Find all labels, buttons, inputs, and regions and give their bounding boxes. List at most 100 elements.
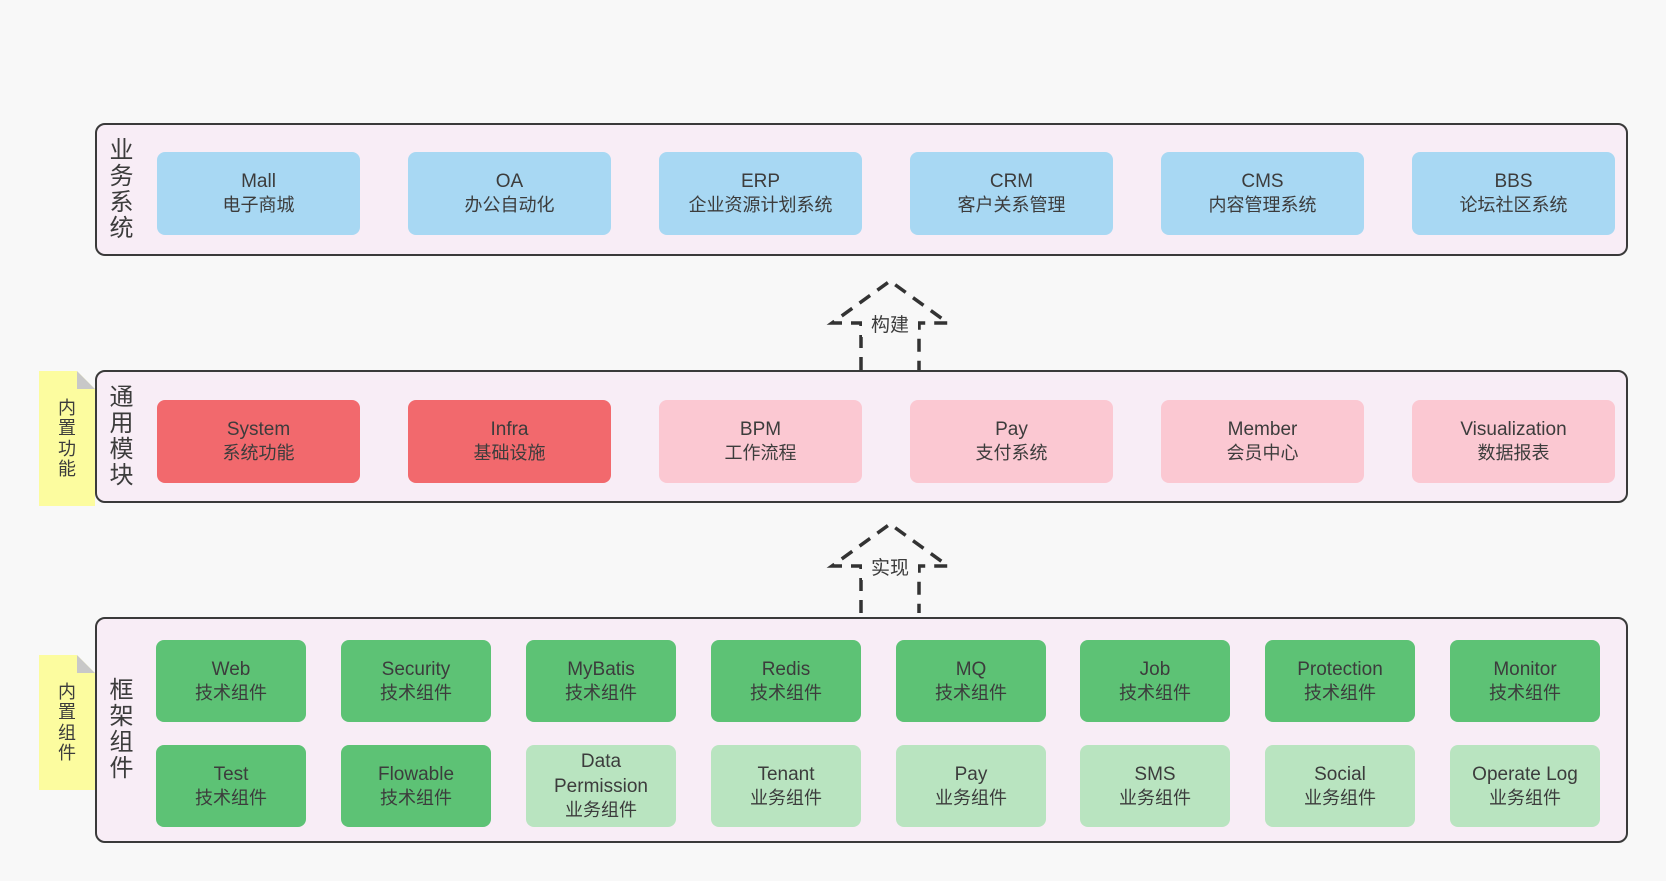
box-subtitle: 会员中心 bbox=[1226, 443, 1299, 464]
box-title: Security bbox=[381, 658, 451, 680]
box-title: Protection bbox=[1297, 658, 1383, 680]
box-visualization: Visualization 数据报表 bbox=[1412, 400, 1615, 483]
box-title: Flowable bbox=[377, 763, 455, 785]
box-operate-log: Operate Log 业务组件 bbox=[1450, 745, 1600, 827]
box-subtitle: 支付系统 bbox=[975, 443, 1048, 464]
box-subtitle: 技术组件 bbox=[195, 787, 267, 808]
box-title: Infra bbox=[490, 419, 529, 441]
box-subtitle: 企业资源计划系统 bbox=[688, 195, 833, 216]
box-title: Redis bbox=[761, 658, 811, 680]
common-modules-label: 通用模块 bbox=[109, 383, 134, 489]
arrow-implement-label: 实现 bbox=[871, 557, 909, 579]
box-title: Mall bbox=[241, 171, 276, 193]
box-monitor: Monitor 技术组件 bbox=[1450, 640, 1600, 722]
box-mall: Mall 电子商城 bbox=[157, 152, 360, 235]
box-title: SMS bbox=[1134, 763, 1176, 785]
box-subtitle: 办公自动化 bbox=[464, 195, 555, 216]
box-subtitle: 技术组件 bbox=[380, 787, 452, 808]
box-subtitle: 工作流程 bbox=[724, 443, 797, 464]
box-erp: ERP 企业资源计划系统 bbox=[659, 152, 862, 235]
box-subtitle: 技术组件 bbox=[565, 682, 637, 703]
box-title: OA bbox=[495, 171, 524, 193]
box-sms: SMS 业务组件 bbox=[1080, 745, 1230, 827]
framework-components-panel: 框架组件 Web 技术组件 Security 技术组件 MyBatis 技术组件… bbox=[95, 617, 1628, 843]
box-subtitle: 技术组件 bbox=[1304, 682, 1376, 703]
box-social: Social 业务组件 bbox=[1265, 745, 1415, 827]
box-title: BPM bbox=[739, 419, 782, 441]
sticky-built-in-features: 内置功能 bbox=[39, 371, 95, 506]
box-title: Web bbox=[211, 658, 251, 680]
box-mq: MQ 技术组件 bbox=[896, 640, 1046, 722]
box-title: Member bbox=[1227, 419, 1298, 441]
box-bpm: BPM 工作流程 bbox=[659, 400, 862, 483]
box-data-permission: Data Permission 业务组件 bbox=[526, 745, 676, 827]
box-title: Monitor bbox=[1493, 658, 1557, 680]
box-title: MQ bbox=[955, 658, 987, 680]
box-subtitle: 电子商城 bbox=[222, 195, 295, 216]
box-subtitle: 业务组件 bbox=[565, 800, 637, 821]
box-subtitle: 技术组件 bbox=[750, 682, 822, 703]
box-subtitle: 内容管理系统 bbox=[1208, 195, 1317, 216]
box-subtitle: 基础设施 bbox=[473, 443, 546, 464]
box-protection: Protection 技术组件 bbox=[1265, 640, 1415, 722]
box-pay-system: Pay 支付系统 bbox=[910, 400, 1113, 483]
sticky-text: 内置组件 bbox=[58, 681, 76, 763]
box-mybatis: MyBatis 技术组件 bbox=[526, 640, 676, 722]
box-title: Tenant bbox=[757, 763, 815, 785]
box-subtitle: 论坛社区系统 bbox=[1459, 195, 1568, 216]
box-title: Pay bbox=[995, 419, 1028, 441]
framework-components-label: 框架组件 bbox=[109, 677, 134, 782]
box-web: Web 技术组件 bbox=[156, 640, 306, 722]
business-systems-label: 业务系统 bbox=[109, 136, 134, 242]
box-subtitle: 客户关系管理 bbox=[957, 195, 1066, 216]
box-title: BBS bbox=[1494, 171, 1533, 193]
box-subtitle: 业务组件 bbox=[935, 787, 1007, 808]
box-title: Pay bbox=[954, 763, 988, 785]
box-crm: CRM 客户关系管理 bbox=[910, 152, 1113, 235]
box-pay-business: Pay 业务组件 bbox=[896, 745, 1046, 827]
box-subtitle: 技术组件 bbox=[380, 682, 452, 703]
box-subtitle: 技术组件 bbox=[1119, 682, 1191, 703]
box-subtitle: 业务组件 bbox=[1119, 787, 1191, 808]
box-title: System bbox=[226, 419, 291, 441]
box-subtitle: 系统功能 bbox=[222, 443, 295, 464]
box-test: Test 技术组件 bbox=[156, 745, 306, 827]
box-security: Security 技术组件 bbox=[341, 640, 491, 722]
box-infra: Infra 基础设施 bbox=[408, 400, 611, 483]
box-bbs: BBS 论坛社区系统 bbox=[1412, 152, 1615, 235]
sticky-text: 内置功能 bbox=[58, 397, 76, 479]
arrow-build-label: 构建 bbox=[871, 314, 909, 336]
box-title: CRM bbox=[989, 171, 1034, 193]
folded-corner-icon bbox=[77, 655, 95, 673]
box-oa: OA 办公自动化 bbox=[408, 152, 611, 235]
common-modules-panel: 通用模块 System 系统功能 Infra 基础设施 BPM 工作流程 Pay… bbox=[95, 370, 1628, 503]
box-title: MyBatis bbox=[567, 658, 635, 680]
box-flowable: Flowable 技术组件 bbox=[341, 745, 491, 827]
box-subtitle: 数据报表 bbox=[1477, 443, 1550, 464]
box-title: Operate Log bbox=[1472, 763, 1578, 785]
box-title: Test bbox=[213, 763, 249, 785]
box-redis: Redis 技术组件 bbox=[711, 640, 861, 722]
box-title: Visualization bbox=[1460, 419, 1567, 441]
box-subtitle: 技术组件 bbox=[935, 682, 1007, 703]
box-subtitle: 业务组件 bbox=[750, 787, 822, 808]
box-subtitle: 业务组件 bbox=[1489, 787, 1561, 808]
sticky-built-in-components: 内置组件 bbox=[39, 655, 95, 790]
box-cms: CMS 内容管理系统 bbox=[1161, 152, 1364, 235]
box-title: Job bbox=[1139, 658, 1171, 680]
business-systems-panel: 业务系统 Mall 电子商城 OA 办公自动化 ERP 企业资源计划系统 CRM… bbox=[95, 123, 1628, 256]
box-tenant: Tenant 业务组件 bbox=[711, 745, 861, 827]
box-job: Job 技术组件 bbox=[1080, 640, 1230, 722]
box-title: ERP bbox=[740, 171, 781, 193]
box-subtitle: 业务组件 bbox=[1304, 787, 1376, 808]
box-title: CMS bbox=[1241, 171, 1284, 193]
folded-corner-icon bbox=[77, 371, 95, 389]
box-member: Member 会员中心 bbox=[1161, 400, 1364, 483]
box-title: Social bbox=[1314, 763, 1366, 785]
arrow-implement-icon: 实现 bbox=[826, 521, 954, 613]
box-subtitle: 技术组件 bbox=[195, 682, 267, 703]
box-title: Data Permission bbox=[554, 751, 648, 798]
box-subtitle: 技术组件 bbox=[1489, 682, 1561, 703]
arrow-build-icon: 构建 bbox=[826, 278, 954, 370]
